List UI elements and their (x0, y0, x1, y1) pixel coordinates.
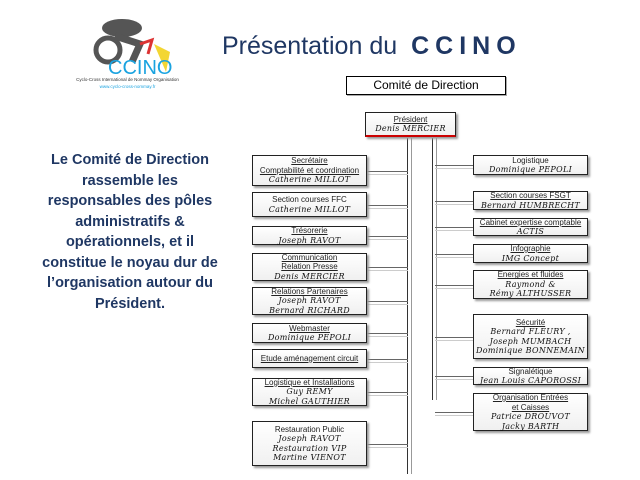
ccino-logo: CCINO Cyclo-Cross International de Nomma… (70, 14, 185, 94)
box-role: Secrétaire (291, 156, 328, 166)
connector-line (366, 235, 408, 240)
box-person: ACTIS (516, 227, 545, 236)
intro-text: Le Comité de Direction rassemble les res… (42, 152, 218, 312)
box-person: Bernard RICHARD (269, 305, 350, 315)
box-role: et Caisses (511, 402, 550, 412)
box-person: Martine VIENOT (273, 453, 346, 462)
box-person: Jean Louis CAPOROSSI (479, 376, 582, 385)
box-person: Catherine MILLOT (268, 175, 351, 185)
box-role: Webmaster (289, 323, 330, 333)
box-person: Denis MERCIER (375, 124, 446, 133)
svg-text:CCINO: CCINO (108, 57, 172, 76)
connector-line (435, 227, 473, 231)
box-role: Infographie (510, 244, 551, 253)
box-person: Restauration VIP (272, 443, 347, 453)
brand-name: CCINO (411, 32, 522, 60)
box-role: Trésorerie (291, 226, 328, 235)
box-person: Dominique BONNEMAIN (476, 346, 585, 355)
box-person: Joseph RAVOT (278, 434, 341, 443)
cyclist-logo-icon: CCINO (93, 19, 172, 79)
left-box-6: Etude aménagement circuit (252, 349, 367, 368)
connector-line (366, 392, 408, 396)
logo-tagline: Cyclo-Cross International de Nommay Orga… (76, 77, 179, 82)
box-person: Bernard HUMBRECHT (480, 200, 581, 210)
box-role: Relations Partenaires (271, 286, 348, 296)
box-role: Logistique et Installations (264, 377, 355, 387)
box-person: Dominique PEPOLI (267, 333, 352, 342)
box-role: Signalétique (508, 366, 553, 376)
connector-line (366, 301, 408, 305)
box-person: Joseph MUMBACH (489, 336, 572, 346)
connector-line (366, 267, 408, 271)
connector-line (366, 333, 408, 337)
box-role: Organisation Entrées (492, 393, 569, 402)
box-role: Président (393, 114, 428, 124)
box-person: Catherine MILLOT (268, 204, 351, 214)
box-role: Sécurité (515, 317, 546, 327)
box-person: Patrice DROUVOT (491, 412, 570, 421)
connector-line (435, 376, 473, 380)
connector-line (435, 412, 473, 416)
connector-line (435, 200, 473, 205)
box-role: Logistique (512, 155, 549, 165)
box-role: Etude aménagement circuit (260, 353, 359, 363)
logo-url: www.cyclo-cross-nommay.fr (99, 84, 156, 89)
connector-line (366, 204, 408, 209)
box-person: Michel GAUTHIER (269, 396, 350, 406)
box-role: Restauration Public (274, 424, 345, 434)
box-role: Section courses FFC (272, 195, 347, 204)
connector-line (435, 336, 473, 341)
connector-line (366, 358, 408, 363)
box-person: Denis MERCIER (274, 271, 345, 281)
box-person: IMG Concept (501, 253, 560, 263)
comite-label: Comité de Direction (346, 76, 506, 95)
box-person: Bernard FLEURY , (490, 327, 571, 336)
connector-line (366, 170, 408, 175)
connector-line (435, 253, 473, 258)
box-person: Jacky BARTH (501, 421, 560, 431)
connector-line (366, 443, 408, 448)
box-role: Communication (281, 252, 338, 262)
box-role: Comptabilité et coordination (259, 165, 360, 175)
box-role: Cabinet expertise comptable (479, 217, 582, 227)
box-person: Joseph RAVOT (278, 235, 341, 245)
box-person: Raymond & (505, 279, 556, 289)
box-role: Section courses FSGT (490, 191, 571, 200)
connector-line (435, 284, 473, 289)
connector-left (407, 138, 412, 474)
box-person: Dominique PEPOLI (488, 165, 573, 174)
connector-right (432, 138, 437, 400)
box-role: Energies et fluides (497, 270, 564, 280)
box-person: Rémy ALTHUSSER (489, 289, 572, 299)
box-role: Relation Presse (281, 262, 338, 272)
box-person: Guy REMY (286, 387, 333, 397)
connector-line (435, 165, 473, 169)
box-person: Joseph RAVOT (278, 296, 341, 306)
